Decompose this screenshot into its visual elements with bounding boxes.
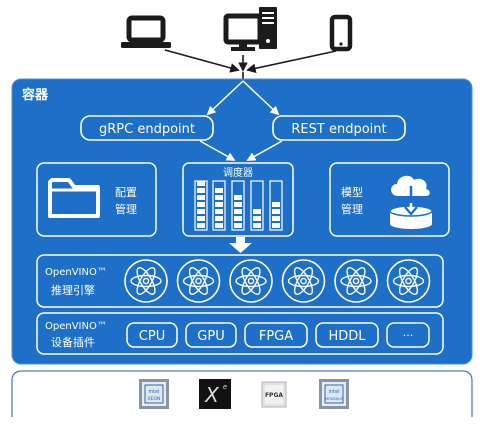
xe-text-main: X [204, 383, 220, 407]
queue-slot [272, 209, 280, 214]
inference-label-1: OpenVINO™ [45, 267, 107, 278]
client-arrows [164, 49, 337, 80]
queue-slot [197, 202, 205, 207]
engine-atom-icon [124, 259, 168, 303]
phone-icon [329, 14, 353, 52]
queue-slot [197, 181, 205, 186]
engine-atom-icon [229, 259, 273, 303]
plugin-hddl: HDDL [315, 322, 379, 348]
endpoint-arrows [206, 80, 280, 116]
grpc-endpoint: gRPC endpoint [80, 115, 214, 141]
laptop-icon [121, 15, 171, 48]
queue-slot [215, 202, 223, 207]
plugin-label-1: OpenVINO™ [45, 321, 107, 332]
rest-endpoint: REST endpoint [272, 115, 406, 141]
inference-engine-row: OpenVINO™ 推理引擎 [36, 254, 444, 308]
engine-atom-icon [176, 259, 221, 303]
intel-movidius-chip-icon: intel MOVIDIUS [319, 379, 349, 409]
container-box [11, 78, 473, 365]
model-label-2: 管理 [341, 202, 363, 216]
queue-slot [215, 216, 223, 221]
xeon-chip-text-bottom: XEON [148, 396, 161, 402]
down-arrow-icon [229, 237, 252, 253]
queue-column [231, 180, 245, 231]
engine-atom-icon [334, 259, 378, 303]
grpc-endpoint-label: gRPC endpoint [99, 122, 195, 137]
queue-slot [215, 223, 223, 228]
queue-slot [272, 223, 280, 228]
queue-column [250, 180, 264, 231]
intel-xeon-chip-icon: intel XEON [139, 379, 169, 409]
config-label-1: 配置 [115, 186, 137, 199]
engine-atom-icon [386, 259, 431, 303]
queue-slot [234, 209, 242, 214]
plugin-cpu: CPU [126, 322, 178, 348]
xe-text-sup: e [223, 383, 227, 391]
queue-slot [253, 216, 261, 221]
plugin-cpu-label: CPU [139, 329, 165, 344]
movidius-chip-text-bottom: MOVIDIUS [325, 397, 344, 401]
plugin-fpga: FPGA [244, 322, 308, 348]
cloud-database-icon [389, 175, 433, 229]
movidius-chip-text-top: intel [329, 389, 340, 395]
queue-slot [197, 216, 205, 221]
model-label-1: 模型 [341, 185, 363, 199]
rest-endpoint-label: REST endpoint [291, 122, 386, 137]
scheduler-label: 调度器 [223, 166, 253, 179]
engine-atom-icon [281, 259, 326, 303]
hardware-box [11, 370, 473, 417]
plugin-hddl-label: HDDL [328, 329, 366, 344]
config-label-2: 管理 [115, 202, 137, 216]
config-management-box: 配置 管理 [36, 162, 157, 237]
queue-slot [197, 188, 205, 193]
queue-slot [197, 209, 205, 214]
queue-column [269, 180, 283, 231]
device-plugin-row: OpenVINO™ 设备插件 CPU GPU FPGA HDDL ··· [36, 312, 444, 355]
inference-label-2: 推理引擎 [51, 283, 95, 297]
queue-column [194, 180, 208, 231]
engine-icons [124, 259, 431, 303]
queue-bars [194, 180, 283, 231]
container-label: 容器 [21, 87, 49, 103]
queue-slot [234, 223, 242, 228]
queue-slot [215, 188, 223, 193]
intel-xe-graphics-icon: X e [199, 379, 231, 409]
plugin-label-2: 设备插件 [51, 335, 95, 349]
plugin-gpu-label: GPU [197, 329, 224, 344]
plugin-more-label: ··· [403, 329, 414, 342]
plugin-gpu: GPU [185, 322, 237, 348]
queue-slot [215, 209, 223, 214]
queue-slot [215, 195, 223, 200]
scheduler-box: 调度器 [182, 162, 294, 237]
queue-slot [234, 216, 242, 221]
desktop-icon [223, 7, 277, 51]
scheduler-arrows [199, 140, 283, 161]
queue-slot [197, 223, 205, 228]
queue-column [212, 180, 226, 231]
queue-slot [272, 216, 280, 221]
fpga-chip-text: FPGA [265, 392, 283, 399]
model-management-box: 模型 管理 [329, 162, 450, 237]
queue-slot [253, 223, 261, 228]
plugin-fpga-label: FPGA [259, 329, 293, 344]
queue-slot [272, 202, 280, 207]
folder-icon [48, 178, 100, 218]
queue-slot [253, 209, 261, 214]
plugin-more: ··· [386, 322, 430, 348]
queue-slot [234, 195, 242, 200]
fpga-chip-icon: FPGA [261, 381, 287, 408]
xeon-chip-text-top: intel [149, 389, 160, 395]
queue-slot [234, 202, 242, 207]
queue-slot [197, 195, 205, 200]
